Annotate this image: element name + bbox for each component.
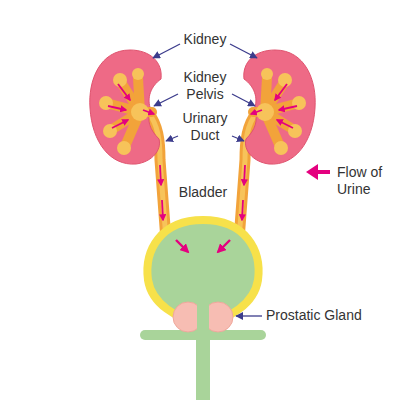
organ-label: Urinary Duct <box>170 110 240 144</box>
organ-label: Prostatic Gland <box>266 307 416 324</box>
organ-label: Kidney Pelvis <box>170 69 240 103</box>
legend-text: Flow of Urine <box>337 164 397 198</box>
flow-arrow-sample <box>306 164 330 180</box>
organ-label: Kidney <box>165 31 245 48</box>
organ-label: Bladder <box>163 184 243 201</box>
